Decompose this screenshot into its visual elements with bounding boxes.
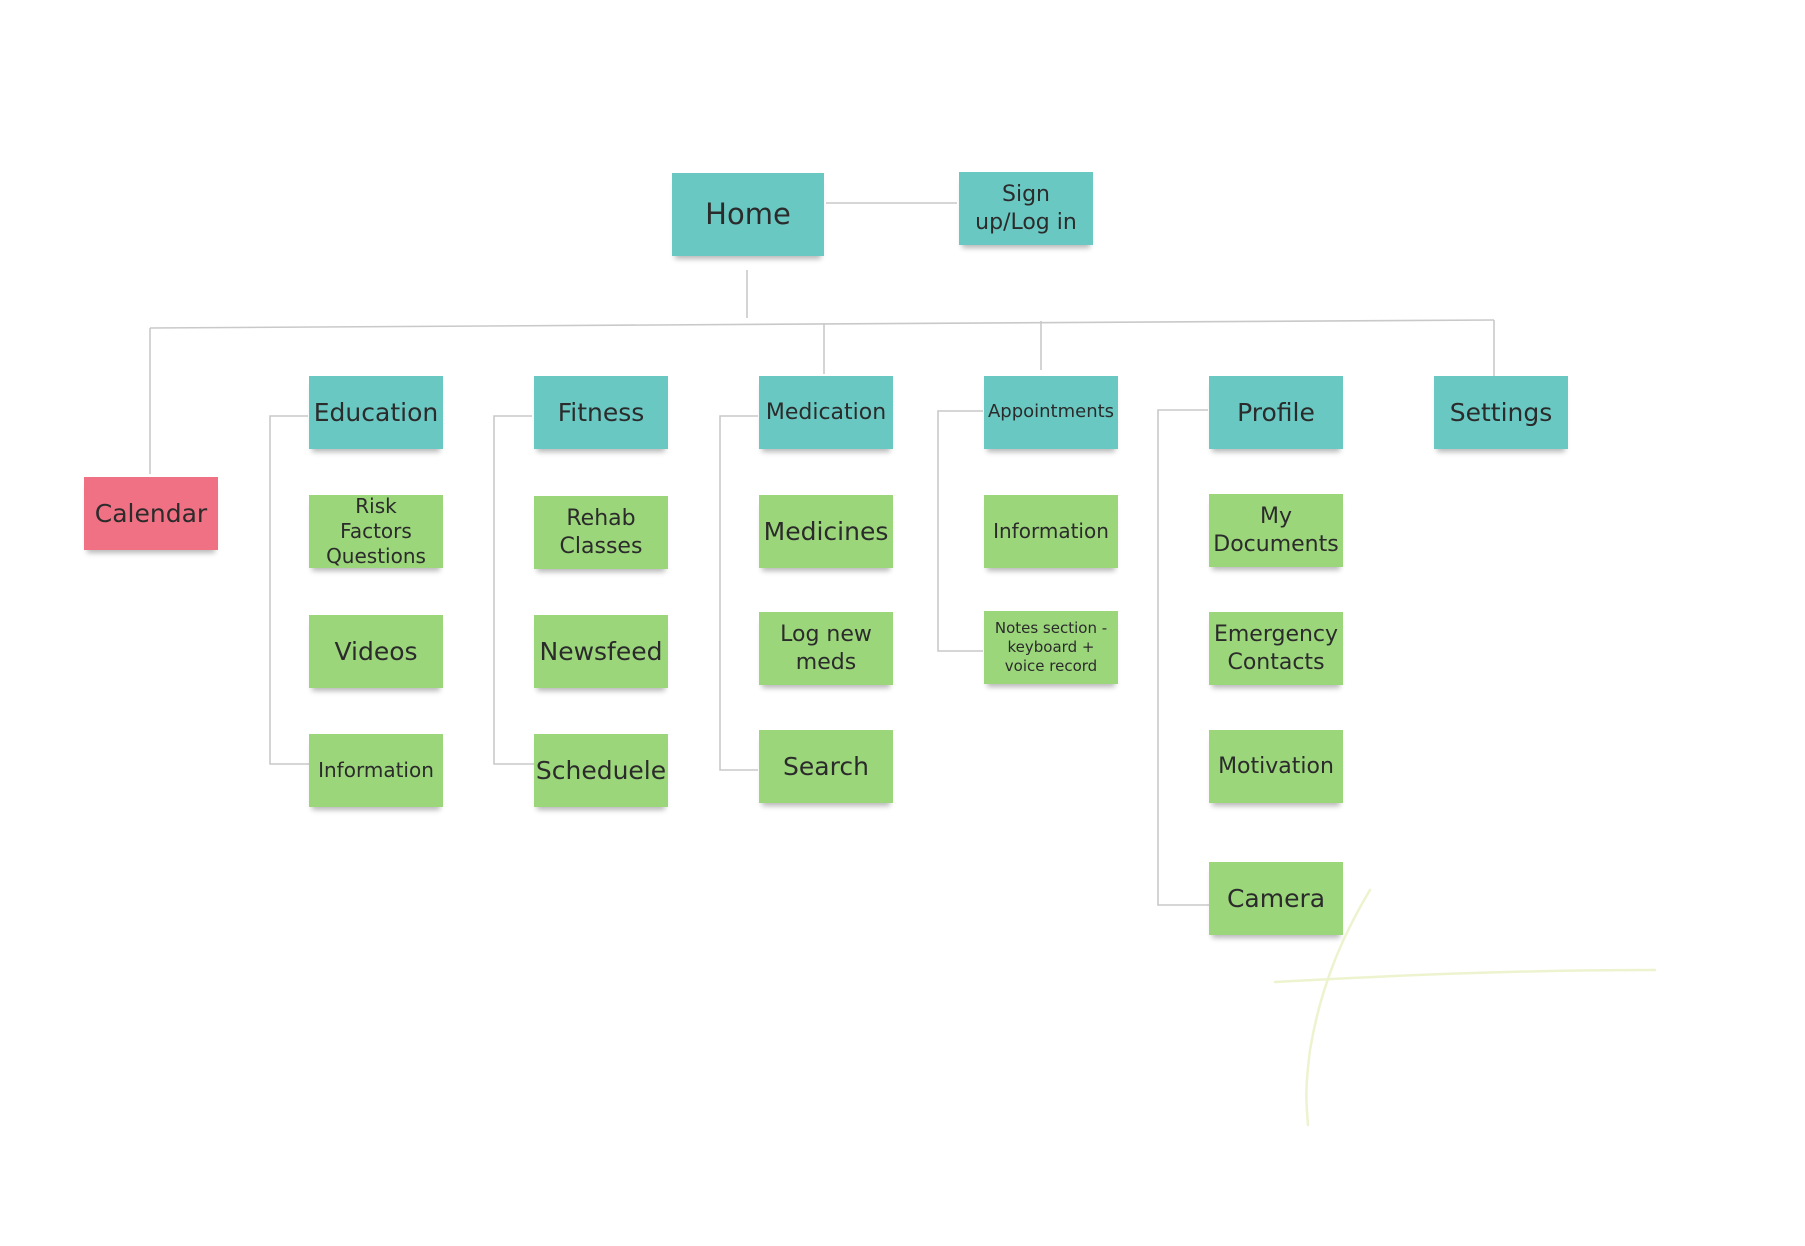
home-node[interactable]: Home [672, 173, 824, 256]
scheduele-label: Scheduele [535, 755, 667, 785]
education-child-information[interactable]: Information [309, 734, 443, 807]
fitness-child-newsfeed[interactable]: Newsfeed [534, 615, 668, 688]
videos-label: Videos [334, 636, 418, 666]
signup-login-node[interactable]: Sign up/Log in [959, 172, 1093, 245]
education-title: Education [313, 397, 439, 427]
fitness-child-scheduele[interactable]: Scheduele [534, 734, 668, 807]
appointments-child-notes[interactable]: Notes section - keyboard + voice record [984, 611, 1118, 684]
appointments-information-label: Information [993, 519, 1109, 543]
profile-child-my-documents[interactable]: My Documents [1209, 494, 1343, 567]
newsfeed-label: Newsfeed [539, 636, 663, 666]
fitness-child-rehab-classes[interactable]: Rehab Classes [534, 496, 668, 569]
signup-login-label: Sign up/Log in [975, 182, 1077, 235]
appointments-node[interactable]: Appointments [984, 376, 1118, 449]
notes-section-label: Notes section - keyboard + voice record [994, 619, 1108, 675]
calendar-node[interactable]: Calendar [84, 477, 218, 550]
motivation-label: Motivation [1218, 753, 1334, 779]
my-documents-label: My Documents [1213, 504, 1339, 557]
medication-child-search[interactable]: Search [759, 730, 893, 803]
rehab-classes-label: Rehab Classes [559, 506, 643, 559]
medication-title: Medication [765, 399, 887, 425]
profile-child-motivation[interactable]: Motivation [1209, 730, 1343, 803]
emergency-contacts-label: Emergency Contacts [1213, 622, 1339, 675]
medication-node[interactable]: Medication [759, 376, 893, 449]
medication-child-log-new-meds[interactable]: Log new meds [759, 612, 893, 685]
medication-child-medicines[interactable]: Medicines [759, 495, 893, 568]
education-child-videos[interactable]: Videos [309, 615, 443, 688]
profile-child-emergency-contacts[interactable]: Emergency Contacts [1209, 612, 1343, 685]
education-information-label: Information [318, 758, 434, 782]
log-new-meds-label: Log new meds [780, 622, 872, 675]
education-child-risk-factors[interactable]: Risk Factors Questions [309, 494, 443, 568]
profile-node[interactable]: Profile [1209, 376, 1343, 449]
settings-node[interactable]: Settings [1434, 376, 1568, 449]
fitness-node[interactable]: Fitness [534, 376, 668, 449]
settings-title: Settings [1449, 397, 1553, 427]
medicines-label: Medicines [763, 516, 889, 546]
home-label: Home [705, 197, 791, 232]
risk-factors-label: Risk Factors Questions [326, 494, 426, 568]
profile-title: Profile [1237, 397, 1315, 427]
appointments-child-information[interactable]: Information [984, 495, 1118, 568]
profile-child-camera[interactable]: Camera [1209, 862, 1343, 935]
camera-label: Camera [1226, 883, 1326, 913]
education-node[interactable]: Education [309, 376, 443, 449]
fitness-title: Fitness [557, 397, 645, 427]
calendar-label: Calendar [94, 498, 208, 528]
appointments-title: Appointments [987, 401, 1115, 423]
search-label: Search [783, 751, 869, 781]
